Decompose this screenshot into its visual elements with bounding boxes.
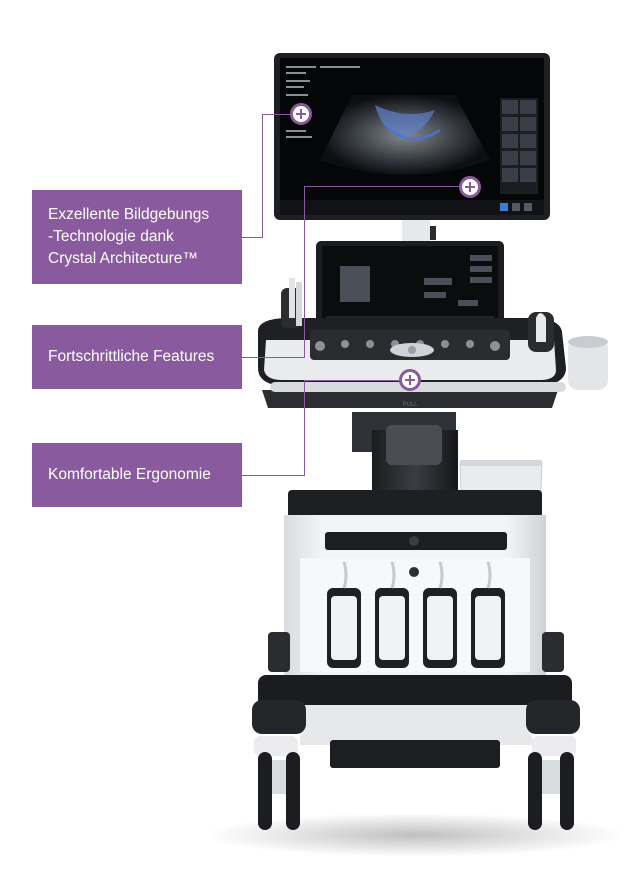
handle-text: PULL — [402, 402, 418, 408]
connector-line — [304, 186, 305, 358]
connector-line — [262, 114, 263, 238]
floor-shadow — [205, 813, 625, 857]
hotspot-imaging-plus-icon[interactable] — [290, 103, 312, 125]
connector-line — [304, 380, 400, 381]
monitor — [274, 53, 550, 220]
gel-holder — [568, 336, 608, 390]
hotspot-ergonomics-plus-icon[interactable] — [399, 369, 421, 391]
main-body — [284, 490, 546, 675]
probe-holder-left — [281, 278, 302, 328]
connector-line — [242, 357, 304, 358]
label-line: Komfortable Ergonomie — [48, 466, 211, 483]
label-imaging-text: Exzellente Bildgebungs -Technologie dank… — [48, 204, 209, 270]
hotspot-features-plus-icon[interactable] — [459, 176, 481, 198]
label-imaging[interactable]: Exzellente Bildgebungs -Technologie dank… — [32, 190, 242, 284]
lower-base — [252, 632, 580, 768]
label-line: Exzellente Bildgebungs — [48, 206, 210, 223]
label-features[interactable]: Fortschrittliche Features — [32, 325, 242, 389]
connector-line — [242, 237, 262, 238]
connector-line — [304, 186, 460, 187]
connector-line — [242, 475, 304, 476]
label-ergonomics[interactable]: Komfortable Ergonomie — [32, 443, 242, 507]
wheels — [254, 736, 576, 830]
control-console — [258, 318, 566, 408]
label-line: Fortschrittliche Features — [48, 348, 215, 365]
probe-holder-right — [528, 312, 554, 352]
label-line: -Technologie dank — [48, 228, 174, 245]
connector-line — [304, 380, 305, 476]
label-line: Crystal Architecture™ — [48, 250, 198, 267]
connector-line — [262, 114, 292, 115]
monitor-arm — [402, 220, 430, 244]
